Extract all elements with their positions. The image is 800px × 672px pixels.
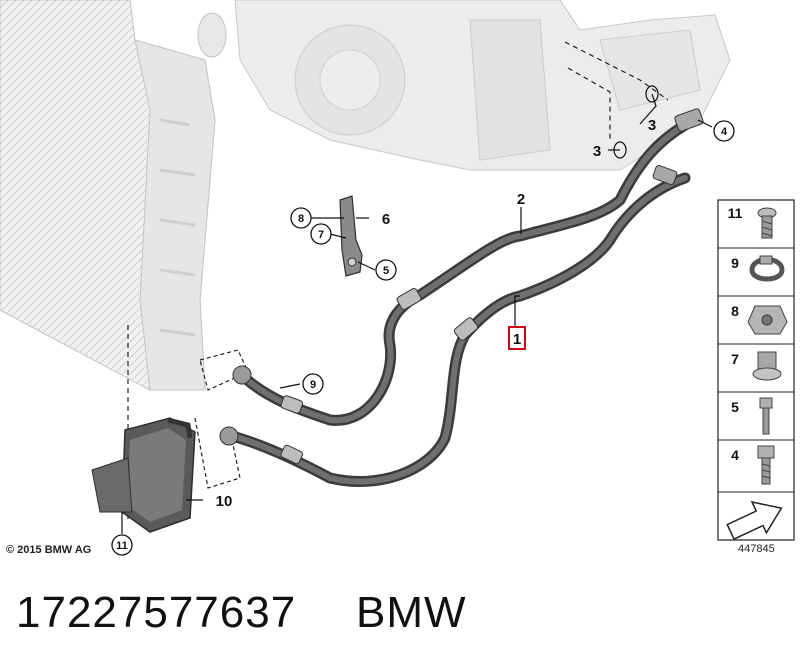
svg-text:11: 11: [116, 540, 128, 552]
bracket: [339, 195, 363, 277]
part-number: 17227577637: [16, 588, 297, 637]
callout-11[interactable]: 11: [111, 534, 133, 556]
svg-text:9: 9: [731, 255, 739, 271]
legend-item-7[interactable]: 7: [731, 351, 782, 381]
callout-9[interactable]: 9: [302, 373, 324, 395]
svg-text:11: 11: [728, 205, 743, 221]
copyright: © 2015 BMW AG: [6, 544, 91, 556]
parts-diagram: 1 2 3 3 6 10 4 8 7 5 9 11 © 2015 BMW AG: [0, 0, 795, 556]
torx-screw-icon: [757, 207, 777, 239]
collar-nut-icon: [752, 351, 782, 381]
oil-cooler-lines: [219, 108, 704, 487]
bolt-icon: [759, 397, 773, 435]
svg-text:8: 8: [731, 303, 739, 319]
callout-6[interactable]: 6: [382, 211, 390, 228]
legend-item-11[interactable]: 11: [728, 205, 777, 239]
legend-item-5[interactable]: 5: [731, 397, 773, 435]
callout-7[interactable]: 7: [310, 223, 332, 245]
svg-text:5: 5: [731, 399, 739, 415]
callout-3-top[interactable]: 3: [648, 117, 656, 134]
hose-clip-icon: [749, 255, 785, 282]
callout-1-highlight: [508, 326, 526, 350]
leader-lines: [121, 93, 713, 534]
legend-item-8[interactable]: 8: [731, 303, 788, 335]
image-number: 447845: [738, 543, 775, 555]
radiator: [0, 0, 227, 391]
svg-text:8: 8: [298, 213, 304, 225]
transmission-oil-cooler: [91, 417, 196, 533]
svg-text:7: 7: [318, 229, 324, 241]
svg-text:7: 7: [731, 351, 739, 367]
direction-arrow-icon: [726, 500, 783, 541]
legend-item-9[interactable]: 9: [731, 255, 785, 282]
brand-name: BMW: [356, 588, 467, 637]
cage-nut-icon: [747, 305, 788, 335]
callout-2[interactable]: 2: [517, 191, 525, 208]
o-ring-top: [645, 85, 659, 103]
o-ring-bottom: [613, 141, 627, 159]
callout-5[interactable]: 5: [375, 259, 397, 281]
legend-panel: 11 9 8 7: [717, 199, 795, 541]
hex-bolt-icon: [757, 445, 775, 485]
callout-1[interactable]: 1: [508, 326, 526, 350]
svg-text:1: 1: [513, 331, 521, 348]
callout-4[interactable]: 4: [713, 120, 735, 142]
svg-text:4: 4: [731, 447, 739, 463]
callout-8[interactable]: 8: [290, 207, 312, 229]
transmission: [234, 0, 731, 171]
callout-10[interactable]: 10: [216, 493, 233, 510]
svg-text:4: 4: [721, 126, 728, 138]
svg-text:9: 9: [310, 379, 316, 391]
legend-item-4[interactable]: 4: [731, 445, 775, 485]
svg-text:5: 5: [383, 265, 389, 277]
callout-3-bottom[interactable]: 3: [593, 143, 601, 160]
